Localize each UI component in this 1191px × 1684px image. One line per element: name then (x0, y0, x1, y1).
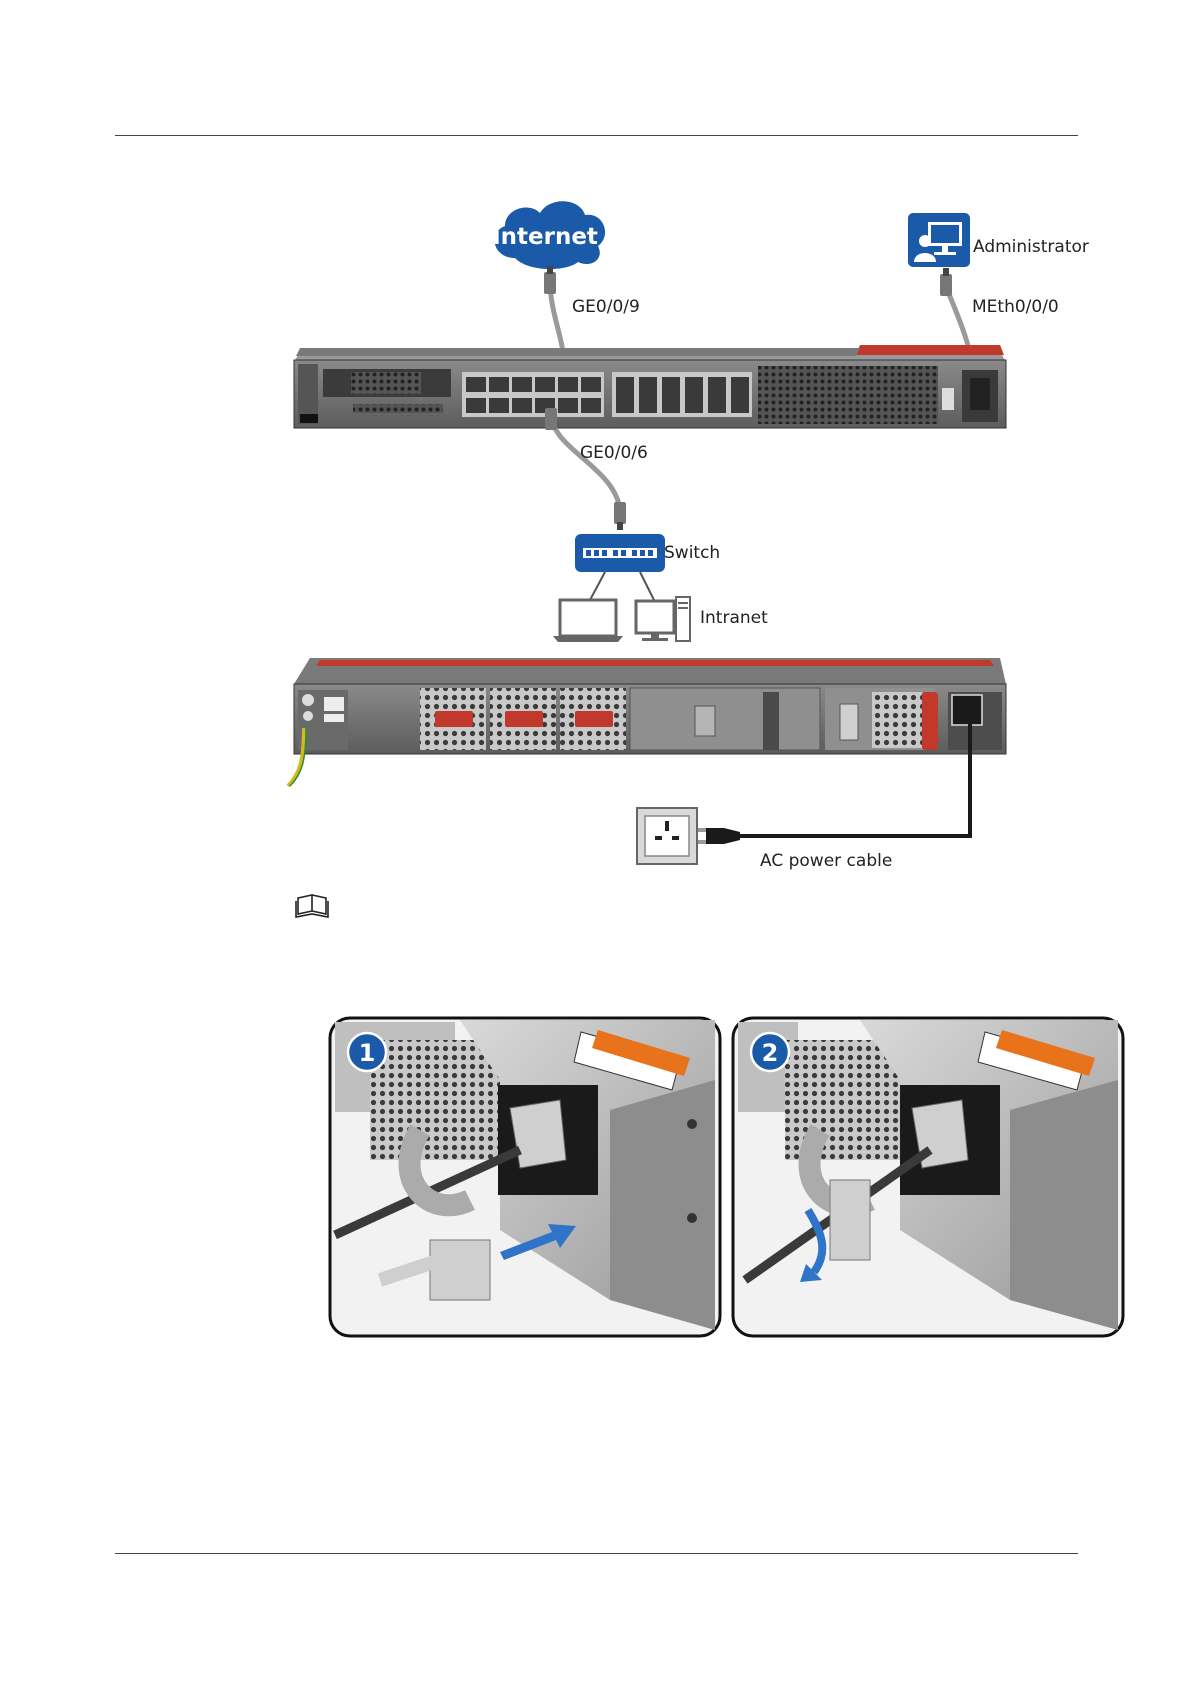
switch-icon (575, 534, 665, 572)
switch-label: Switch (664, 543, 720, 563)
step1-illustration: 1 (330, 1018, 720, 1336)
internet-port-label: GE0/0/9 (572, 297, 640, 317)
internet-cloud: Internet (492, 201, 605, 269)
intranet-port-label: GE0/0/6 (580, 443, 648, 463)
step2-illustration: 2 (733, 1018, 1123, 1336)
internet-label: Internet (492, 224, 598, 250)
power-cable-label: AC power cable (760, 851, 892, 871)
laptop-icon (553, 600, 623, 642)
step1-number: 1 (359, 1039, 376, 1067)
firewall-front-panel (294, 345, 1006, 428)
step2-number: 2 (762, 1039, 779, 1067)
book-icon (296, 895, 328, 917)
power-outlet-icon (637, 808, 697, 864)
management-port-label: MEth0/0/0 (972, 297, 1059, 317)
intranet-label: Intranet (700, 608, 768, 628)
administrator-label: Administrator (973, 237, 1089, 257)
desktop-icon (636, 597, 690, 641)
administrator-icon (908, 213, 970, 267)
firewall-rear-panel (294, 658, 1006, 754)
intranet-links (590, 572, 654, 600)
